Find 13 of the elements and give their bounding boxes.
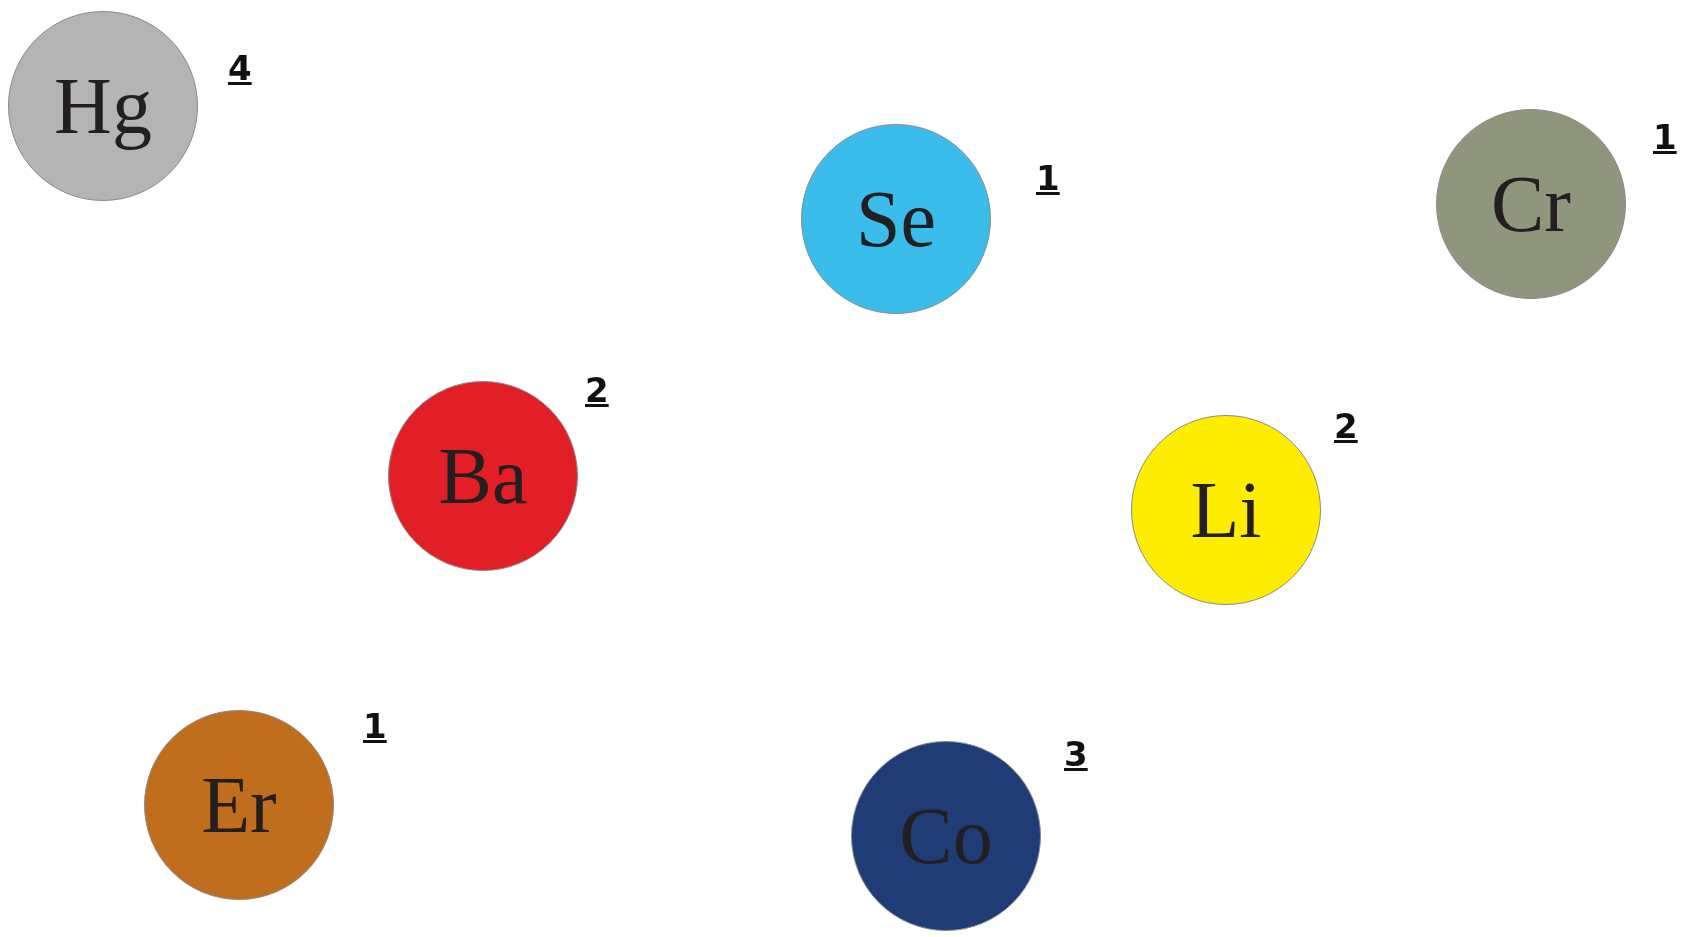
count-number: 3 — [1064, 737, 1088, 771]
count-number: 2 — [585, 373, 609, 407]
count-number: 1 — [1653, 120, 1677, 154]
count-number: 4 — [228, 51, 252, 85]
element-symbol: Er — [201, 765, 277, 845]
count-number: 2 — [1334, 409, 1358, 443]
count-number: 1 — [363, 709, 387, 743]
element-symbol: Co — [899, 796, 993, 876]
count-number: 1 — [1036, 161, 1060, 195]
element-symbol: Cr — [1491, 164, 1571, 244]
element-symbol: Se — [856, 179, 936, 259]
element-symbol: Li — [1190, 470, 1262, 550]
element-symbol: Ba — [438, 436, 528, 516]
